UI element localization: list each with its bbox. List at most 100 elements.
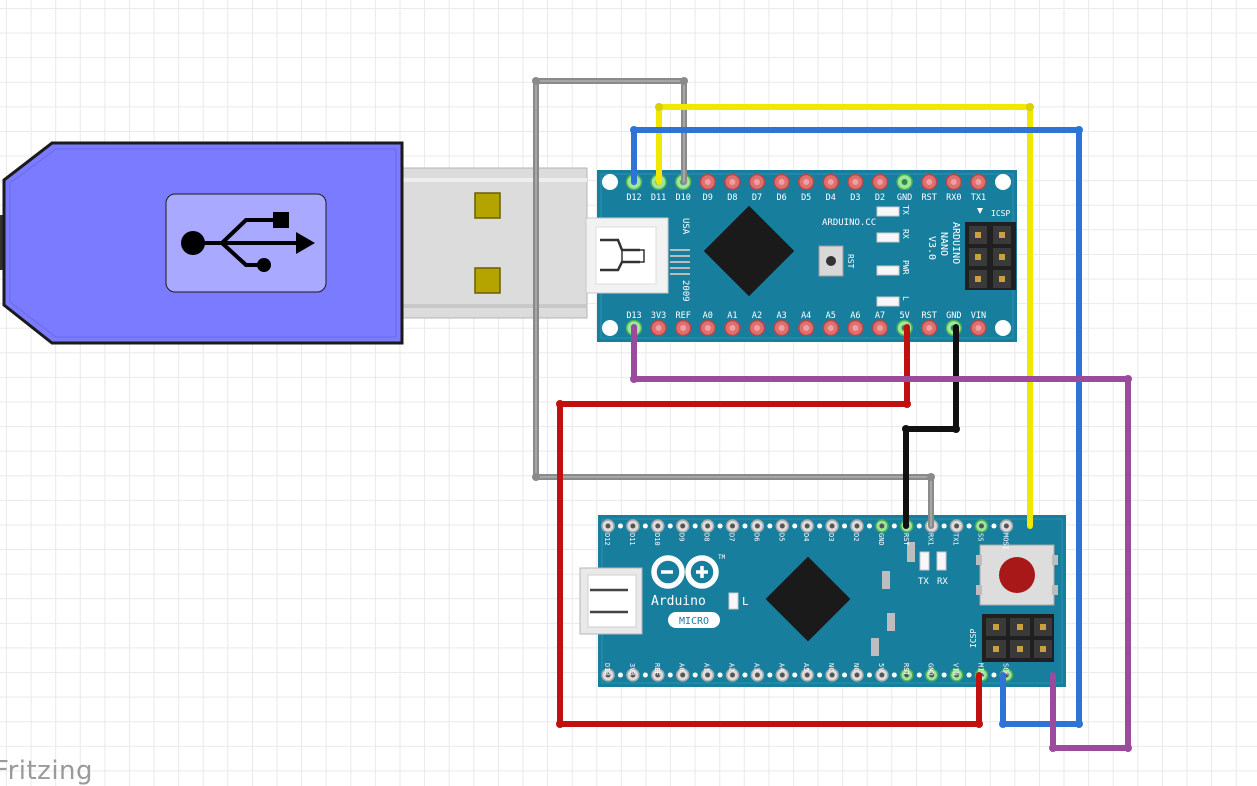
nano-bottom-pin-label: VIN [971,311,986,321]
wires [532,77,1132,752]
nano-icsp-header [965,222,1016,290]
micro-bottom-pin-label: REF [653,663,661,676]
micro-top-pin-label: D8 [703,533,711,541]
micro-top-pin-label: D6 [752,533,760,541]
micro-bottom-pin-label: A5 [802,663,810,671]
micro-top-pin-label: RX1 [927,533,935,546]
micro-microcontroller-chip [765,556,851,642]
micro-bottom-pin-label: D13 [603,663,611,676]
nano-top-pin-label: D7 [752,193,762,203]
micro-tx-label: TX [918,577,929,587]
nano-usa-label: USA [680,218,690,235]
nano-top-pin-label: D8 [727,193,737,203]
nano-top-pin-label: D3 [850,193,860,203]
micro-reset-button [976,544,1058,606]
usb-stick [0,141,588,345]
micro-bottom-pin-label: A1 [703,663,711,671]
micro-top-pin-label: SS [977,533,985,541]
micro-infinity-logo [651,555,719,589]
nano-top-pin-label: D9 [703,193,713,203]
nano-bottom-pin-label: A7 [875,311,885,321]
nano-bottom-pin-label: A6 [850,311,860,321]
nano-bottom-pin-label: A1 [727,311,737,321]
micro-bottom-pin-label: NC [827,663,835,671]
nano-top-pin-label: RX0 [946,193,961,203]
usb-contact-top [474,192,501,219]
nano-bottom-pin-label: A3 [776,311,786,321]
nano-top-pin-label: GND [897,193,912,203]
micro-bottom-pin-label: 5V [877,663,885,672]
nano-name-line-1: ARDUINO [950,222,961,264]
nano-icsp-label: ICSP [991,209,1010,218]
micro-top-pin-label: GND [877,533,885,546]
micro-bottom-pin-label: 3V3 [628,663,636,676]
usb-plug [399,167,588,319]
micro-bottom-pin-label: A4 [777,663,785,671]
nano-name-line-3: V3.0 [926,236,937,260]
wire-blue [631,127,1082,727]
micro-top-pin-label: D12 [603,533,611,546]
micro-bottom-pin-label: SCK [1001,663,1009,676]
micro-top-pin-label: RST [902,533,910,546]
micro-bottom-pin-label: GND [927,663,935,676]
micro-top-pin-label: D7 [728,533,736,541]
nano-top-pin-label: D5 [801,193,811,203]
wire-purple [631,324,1131,751]
nano-bottom-pin-label: 3V3 [651,311,666,321]
nano-top-pin-label: D11 [651,193,666,203]
micro-brand-label: Arduino [651,594,706,609]
micro-bottom-pin-label: A0 [678,663,686,671]
nano-reset-button [818,245,844,277]
nano-top-pin-label: TX1 [971,193,986,203]
micro-usb-port [579,567,643,635]
micro-icsp-label: ICSP [969,629,978,648]
nano-bottom-pin-label: A2 [752,311,762,321]
nano-bottom-pin-label: A5 [826,311,836,321]
usb-icon [181,212,315,272]
nano-mini-usb [585,217,690,294]
arduino-nano: RST TX RX PWR L ARDUINO.CC ARDUINO NANO … [585,170,1017,342]
nano-year-label: 2009 [680,280,690,302]
micro-top-pin-label: TX1 [952,533,960,546]
micro-bottom-pin-label: A2 [728,663,736,671]
micro-led-l-label: L [742,595,749,608]
micro-bottom-pin-label: VIN [952,663,960,676]
micro-rx-label: RX [937,577,948,587]
nano-led-pwr-label: PWR [901,260,910,275]
nano-top-pin-label: D2 [875,193,885,203]
fritzing-brand-label: Fritzing [0,756,94,786]
micro-model-label: MICRO [679,616,709,627]
usb-contact-bottom [474,267,501,294]
nano-bottom-pin-label: A4 [801,311,811,321]
micro-top-pin-label: D4 [802,533,810,541]
micro-top-pin-label: MOSI [1001,533,1009,550]
arduino-micro: TM Arduino L MICRO TX RX [579,515,1066,687]
nano-top-pin-label: D10 [676,193,691,203]
micro-top-pin-label: D3 [827,533,835,541]
nano-site-label: ARDUINO.CC [822,218,876,228]
micro-tm-label: TM [718,554,726,561]
nano-bottom-pin-label: GND [946,311,961,321]
micro-bottom-pin-label: RST [902,663,910,676]
nano-bottom-pin-label: 5V [899,311,909,321]
nano-top-pin-label: D12 [626,193,641,203]
nano-name-line-2: NANO [938,232,949,256]
micro-bottom-pin-label: NC [852,663,860,671]
micro-bottom-pin-label: MISO [977,663,985,680]
wire-red [557,324,982,727]
nano-led-tx-label: TX [901,205,910,215]
micro-icsp-header [982,614,1054,662]
nano-led-rx-label: RX [901,229,910,239]
nano-led-l-label: L [901,296,910,301]
nano-top-pin-label: D4 [826,193,836,203]
nano-bottom-pin-label: REF [676,311,691,321]
nano-rst-label: RST [846,254,855,269]
nano-bottom-pin-label: A0 [703,311,713,321]
nano-top-pin-label: RST [922,193,937,203]
micro-top-pin-label: D9 [678,533,686,541]
micro-top-pin-label: D5 [777,533,785,541]
micro-top-pin-label: D2 [852,533,860,541]
nano-bottom-pin-label: RST [922,311,937,321]
micro-bottom-pin-label: A3 [752,663,760,671]
nano-bottom-pin-label: D13 [626,311,641,321]
